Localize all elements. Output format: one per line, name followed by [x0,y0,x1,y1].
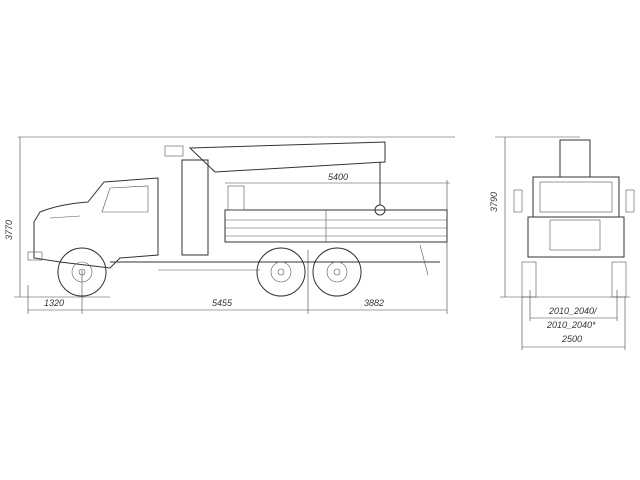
crane-boom [188,141,386,173]
hood-front [527,216,625,258]
crane-column [181,159,209,256]
front-wheel [57,247,107,297]
grille [49,215,81,219]
tank [227,185,245,211]
wheelbase-label: 5455 [212,298,233,308]
crane-hook [374,204,386,216]
front-height-label: 3790 [489,192,499,212]
left-wheel [521,261,537,298]
left-mirror [513,189,523,213]
overall-width-label: 2500 [561,334,582,344]
cab-front [532,176,620,218]
side-view: 3770 1320 5455 3882 5400 [4,136,455,314]
rear-section-label: 3882 [364,298,384,308]
front-bumper [27,251,43,261]
front-overhang-label: 1320 [44,298,64,308]
crane-seat [164,145,184,157]
height-label: 3770 [4,220,14,240]
right-mirror [625,189,635,213]
track-width-label-1: 2010_2040/ [548,306,598,316]
cab-window [101,185,149,213]
cab [33,177,159,269]
rear-wheel-1 [256,247,306,297]
right-wheel [611,261,627,298]
track-width-label-2: 2010_2040* [546,320,596,330]
cargo-bed [224,209,448,243]
rear-support [419,244,429,276]
rear-wheel-2 [312,247,362,297]
grille-front [549,219,601,251]
front-view: 3790 2010_2040/ 2010_2040* 2500 [489,136,635,350]
platform-length-label: 5400 [328,172,348,182]
crane-top [559,139,591,178]
windshield [539,181,613,213]
